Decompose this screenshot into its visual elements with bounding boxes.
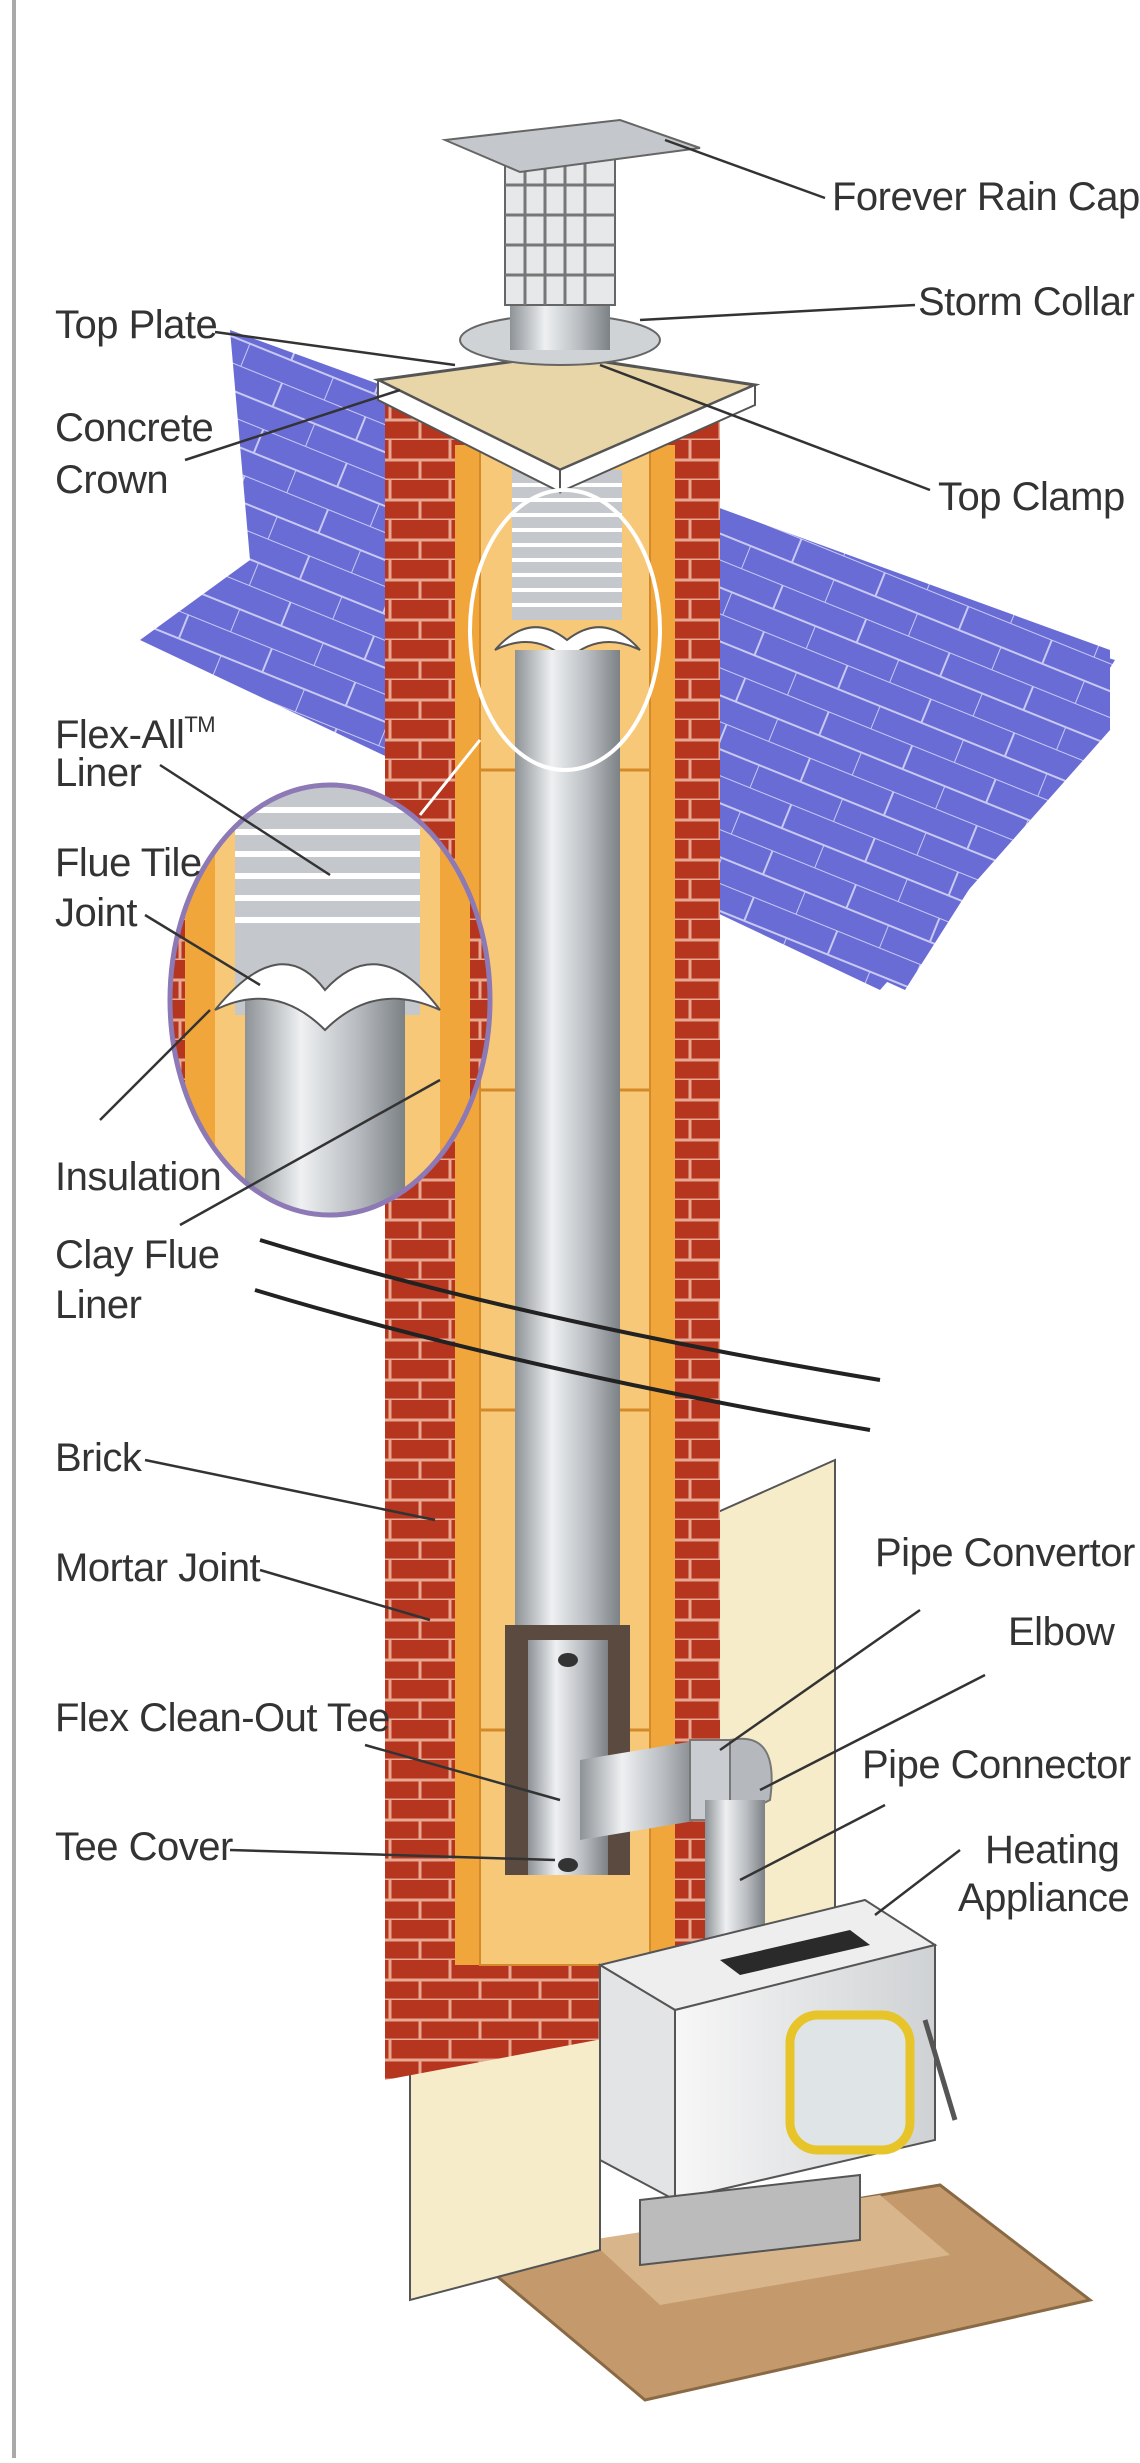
label-elbow: Elbow bbox=[1008, 1610, 1115, 1654]
top-clamp bbox=[510, 300, 610, 350]
leader-lines bbox=[99, 138, 986, 1916]
label-flex-all-liner-1: Flex-AllTM bbox=[55, 700, 216, 760]
label-clay-flue-liner-2: Liner bbox=[55, 1283, 142, 1327]
label-pipe-convertor: Pipe Convertor bbox=[875, 1531, 1135, 1575]
roof-right bbox=[640, 520, 1115, 990]
rain-cap-screen bbox=[504, 154, 616, 306]
label-flex-all-text: Flex-All bbox=[55, 713, 185, 757]
label-forever-rain-cap: Forever Rain Cap bbox=[832, 175, 1140, 219]
label-clay-flue-liner-1: Clay Flue bbox=[55, 1233, 220, 1277]
label-top-plate: Top Plate bbox=[55, 303, 218, 347]
break-line-2 bbox=[254, 1288, 871, 1432]
break-line-1 bbox=[259, 1238, 881, 1382]
label-mortar-joint: Mortar Joint bbox=[55, 1546, 261, 1590]
tee-bolt-top bbox=[558, 1653, 578, 1667]
label-concrete-crown-2: Crown bbox=[55, 458, 169, 502]
label-insulation: Insulation bbox=[55, 1155, 222, 1199]
label-pipe-connector: Pipe Connector bbox=[862, 1743, 1131, 1787]
label-heating-appliance-1: Heating bbox=[985, 1828, 1120, 1872]
label-tee-cover: Tee Cover bbox=[55, 1825, 233, 1869]
tee-cover-bolt bbox=[558, 1858, 578, 1872]
label-brick: Brick bbox=[55, 1436, 142, 1480]
label-flex-clean-out-tee: Flex Clean-Out Tee bbox=[55, 1696, 390, 1740]
detail-circle bbox=[167, 782, 493, 1218]
tee-branch bbox=[580, 1740, 700, 1840]
label-concrete-crown-1: Concrete bbox=[55, 406, 214, 450]
rain-cap-mesh bbox=[505, 155, 615, 305]
label-heating-appliance-2: Appliance bbox=[958, 1876, 1130, 1920]
flex-liner-pipe bbox=[515, 650, 620, 1650]
label-flue-tile-joint-2: Joint bbox=[55, 891, 138, 935]
label-flue-tile-joint-1: Flue Tile bbox=[55, 841, 202, 885]
label-flex-all-liner-2: Liner bbox=[55, 751, 142, 795]
pipe-connector bbox=[705, 1800, 765, 1940]
flex-liner-top bbox=[494, 470, 641, 662]
heating-appliance bbox=[597, 1898, 958, 2267]
rain-cap-lid bbox=[441, 118, 701, 174]
magnify-link bbox=[418, 739, 482, 816]
crown-right bbox=[559, 383, 756, 494]
label-top-clamp: Top Clamp bbox=[938, 475, 1125, 519]
label-flex-all-tm: TM bbox=[184, 712, 216, 737]
label-storm-collar: Storm Collar bbox=[918, 280, 1135, 324]
magnify-ring bbox=[468, 488, 662, 772]
